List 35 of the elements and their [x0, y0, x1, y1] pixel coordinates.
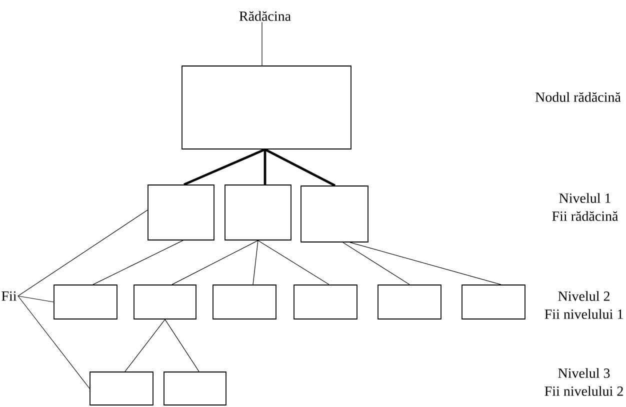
connector-line: [350, 242, 502, 285]
node-label: Rădăcina: [239, 11, 291, 21]
connector-line: [164, 319, 200, 372]
connector-line: [184, 148, 266, 186]
tree-node-box: [224, 184, 292, 240]
connector-line: [258, 240, 330, 285]
level-label: Nivelul 1: [559, 193, 610, 203]
level-label: Fii rădăcină: [552, 211, 618, 221]
tree-node-box: [148, 184, 214, 240]
tree-node-box: [462, 284, 526, 320]
level-label: Nodul rădăcină: [535, 92, 621, 102]
tree-node-box: [164, 372, 226, 406]
leader-line: [18, 296, 90, 389]
level-label: Nivelul 2: [558, 291, 610, 301]
tree-node-box: [182, 66, 352, 150]
level-label: Fii nivelului 1: [544, 309, 623, 319]
connector-line: [124, 319, 166, 372]
tree-node-box: [134, 284, 196, 320]
tree-node-box: [54, 284, 118, 320]
leader-line: [18, 210, 148, 296]
node-label: Fii: [2, 291, 17, 301]
level-label: Nivelul 3: [558, 368, 610, 378]
level-label: Fii nivelului 2: [544, 386, 623, 396]
connector-line: [252, 240, 258, 285]
connector-line: [342, 242, 410, 285]
connector-line: [92, 240, 184, 285]
tree-node-box: [378, 284, 442, 320]
tree-node-box: [90, 372, 154, 406]
tree-node-box: [294, 284, 358, 320]
connector-line: [264, 148, 336, 187]
connector-line: [264, 149, 266, 185]
tree-node-box: [300, 186, 368, 242]
tree-node-box: [212, 284, 276, 320]
connector-line: [172, 240, 258, 285]
leader-line: [18, 296, 54, 302]
